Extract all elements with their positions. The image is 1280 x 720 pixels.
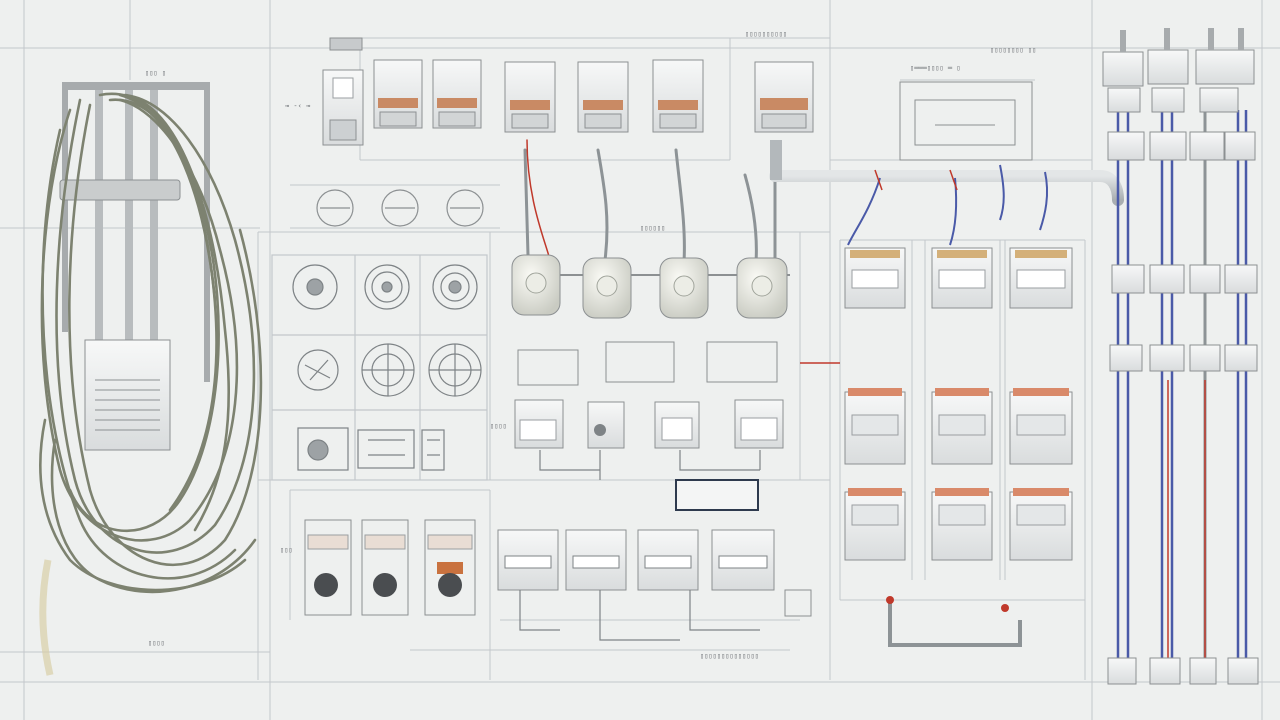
gauge-7 xyxy=(297,427,349,471)
svg-text:▯▯▯▯: ▯▯▯▯ xyxy=(148,639,165,647)
meter-2 xyxy=(565,529,627,591)
svg-text:▯▯▯ ▯: ▯▯▯ ▯ xyxy=(145,69,166,77)
rotary-switch-1 xyxy=(304,519,352,616)
gauge-8 xyxy=(357,429,415,469)
rotary-switch-2 xyxy=(361,519,409,616)
svg-text:▯═══▯▯▯▯ ═ ▯: ▯═══▯▯▯▯ ═ ▯ xyxy=(910,64,961,72)
relay-module-4 xyxy=(734,399,784,449)
top-dial-row xyxy=(316,189,484,227)
svg-text:⊸ -‹ ⊸: ⊸ -‹ ⊸ xyxy=(285,102,311,110)
svg-text:▯▯▯▯▯▯▯▯ ▯▯: ▯▯▯▯▯▯▯▯ ▯▯ xyxy=(990,46,1036,54)
meter-1 xyxy=(497,529,559,591)
busbar-column xyxy=(1102,28,1259,685)
contactor-1-2 xyxy=(931,247,993,309)
fuse-jar-2 xyxy=(582,257,632,319)
fuse-jar-4 xyxy=(736,257,788,319)
gauge-panel xyxy=(271,254,488,481)
meter-row xyxy=(497,529,812,617)
gauge-9 xyxy=(421,429,445,471)
meter-3 xyxy=(637,529,699,591)
fuse-jar-row xyxy=(511,254,790,319)
svg-text:▯▯▯▯▯▯▯▯▯▯: ▯▯▯▯▯▯▯▯▯▯ xyxy=(745,30,787,38)
breaker-2 xyxy=(373,59,423,129)
gauge-5 xyxy=(361,343,415,397)
control-schematic-box xyxy=(899,81,1033,161)
relay-module-row xyxy=(514,399,784,511)
relay-module-2 xyxy=(587,401,625,449)
relay-module-3 xyxy=(654,401,700,449)
svg-text:▯▯▯▯: ▯▯▯▯ xyxy=(490,422,507,430)
annotation-marks: ▯▯▯ ▯ ⊸ -‹ ⊸ ▯▯▯▯▯▯▯▯ ▯▯ ▯═══▯▯▯▯ ═ ▯ ▯▯… xyxy=(145,30,1036,660)
breaker-5 xyxy=(577,61,629,133)
fuse-jar-1 xyxy=(511,254,561,316)
breaker-3 xyxy=(432,59,482,129)
contactor-3-3 xyxy=(1009,488,1073,561)
gauge-2 xyxy=(364,264,410,310)
relay-column xyxy=(1102,28,1255,113)
contactor-2-2 xyxy=(931,388,993,465)
display-window xyxy=(675,479,759,511)
breaker-4 xyxy=(504,61,556,133)
terminal-blocks xyxy=(1107,131,1259,685)
contactor-1-3 xyxy=(1009,247,1073,309)
gauge-4 xyxy=(297,349,339,391)
svg-text:▯▯▯▯▯▯▯▯▯▯▯▯▯▯: ▯▯▯▯▯▯▯▯▯▯▯▯▯▯ xyxy=(700,652,759,660)
top-breaker-row xyxy=(322,37,814,146)
gauge-3 xyxy=(432,264,478,310)
breaker-6 xyxy=(652,59,704,133)
coiled-cable-icon xyxy=(39,92,263,594)
rotary-switch-panel xyxy=(304,519,476,616)
contactor-3-1 xyxy=(844,488,906,561)
relay-module-1 xyxy=(514,399,564,449)
contactor-bank xyxy=(844,247,1073,647)
breaker-1 xyxy=(322,69,364,146)
breaker-7 xyxy=(754,61,814,133)
gauge-6 xyxy=(428,343,482,397)
bottom-wiring xyxy=(519,450,761,641)
contactor-2-1 xyxy=(844,388,906,465)
contactor-3-2 xyxy=(931,488,993,561)
svg-text:▯▯▯▯▯▯: ▯▯▯▯▯▯ xyxy=(640,224,665,232)
fuse-jar-3 xyxy=(659,257,709,319)
rotary-switch-3 xyxy=(424,519,476,616)
gauge-1 xyxy=(292,264,338,310)
cable-coil-panel xyxy=(39,82,263,676)
indicator-subpanels xyxy=(517,341,840,386)
svg-text:▯▯▯: ▯▯▯ xyxy=(280,546,293,554)
meter-4 xyxy=(711,529,775,591)
contactor-2-3 xyxy=(1009,388,1073,465)
contactor-1-1 xyxy=(844,247,906,309)
